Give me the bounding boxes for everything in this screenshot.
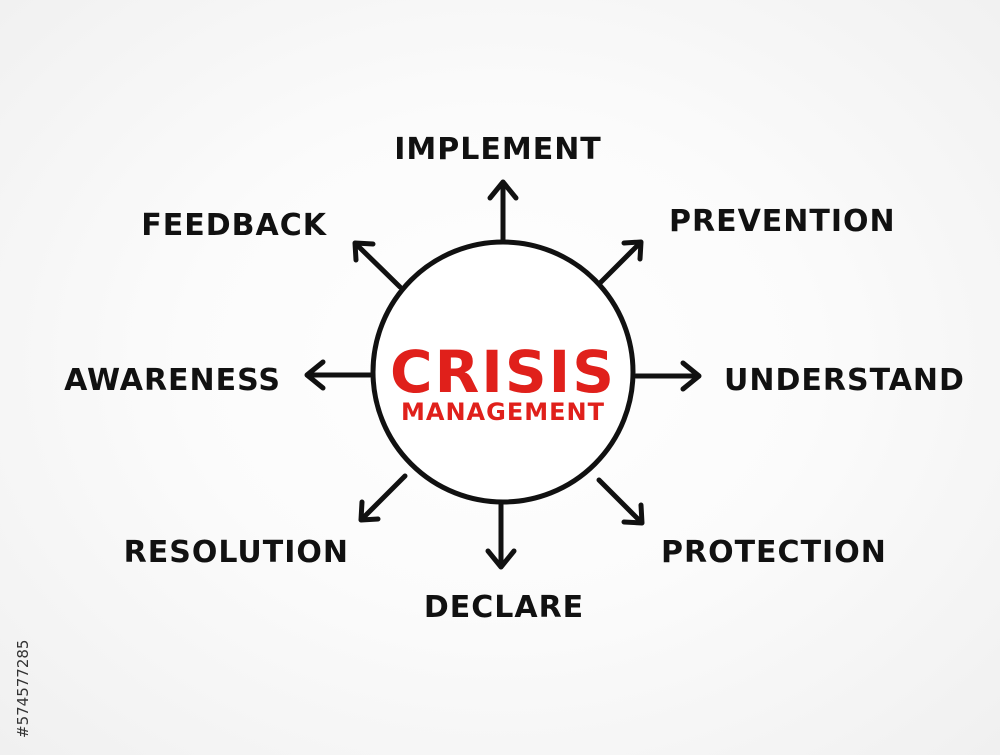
arrow-protection xyxy=(596,477,645,526)
node-protection: PROTECTION xyxy=(661,535,887,570)
stock-id-text: #574577285 xyxy=(14,640,32,738)
arrow-understand xyxy=(633,360,702,392)
arrow-resolution xyxy=(358,473,408,523)
node-feedback: FEEDBACK xyxy=(141,208,327,243)
node-declare: DECLARE xyxy=(424,590,584,625)
stock-id-watermark: #574577285 xyxy=(14,640,32,738)
center-subtitle: MANAGEMENT xyxy=(401,398,605,426)
arrow-awareness xyxy=(304,359,373,391)
node-prevention: PREVENTION xyxy=(669,204,896,239)
arrow-implement xyxy=(487,179,519,243)
arrow-declare xyxy=(485,501,517,570)
node-implement: IMPLEMENT xyxy=(394,132,602,167)
arrow-prevention xyxy=(597,239,644,286)
node-understand: UNDERSTAND xyxy=(724,363,965,398)
center-title: CRISIS xyxy=(390,338,616,406)
arrow-feedback xyxy=(352,240,403,290)
node-awareness: AWARENESS xyxy=(64,363,281,398)
node-resolution: RESOLUTION xyxy=(124,535,349,570)
